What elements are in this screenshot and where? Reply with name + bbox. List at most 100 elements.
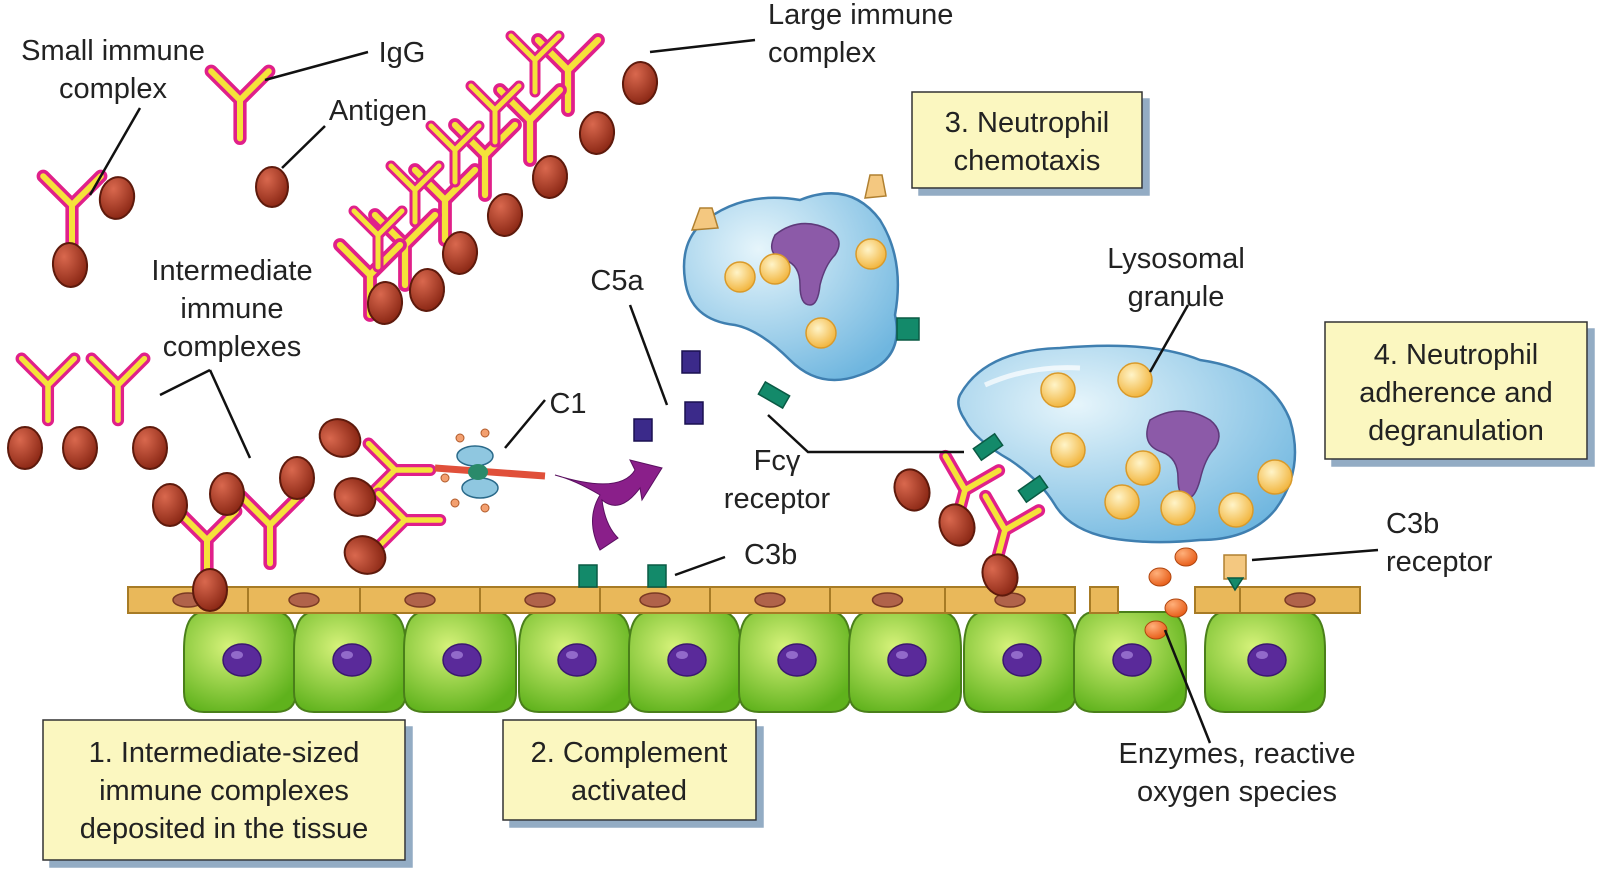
- c1q-head: [480, 503, 490, 513]
- antibody-core: [18, 355, 78, 423]
- antigen: [152, 483, 188, 527]
- c1s: [461, 477, 499, 499]
- antigen: [132, 426, 168, 470]
- pseudopod: [690, 207, 719, 231]
- endothelial-nucleus: [1284, 592, 1316, 608]
- antigen: [7, 426, 43, 470]
- antibody-core: [468, 83, 522, 145]
- fc-gamma-receptor-label: Fcγ: [754, 445, 801, 477]
- cell-nucleus: [1112, 643, 1152, 677]
- nucleus-highlight: [1121, 651, 1133, 659]
- nucleus-highlight: [786, 651, 798, 659]
- c3b-receptor-label: receptor: [1386, 546, 1493, 578]
- igg-antibody: [36, 169, 108, 251]
- cell-nucleus: [777, 643, 817, 677]
- c3b-label: C3b: [744, 539, 797, 571]
- enzyme-particle: [1164, 598, 1188, 618]
- c3b-receptor: [1223, 554, 1247, 580]
- enzyme-particle: [1174, 547, 1198, 567]
- igg-antibody: [204, 64, 276, 146]
- granule: [1040, 372, 1076, 408]
- lysosomal-granule-label: granule: [1128, 281, 1225, 313]
- granule: [724, 261, 756, 293]
- antigen: [98, 176, 136, 220]
- endothelial-nucleus: [288, 592, 320, 608]
- leader-line: [281, 125, 326, 169]
- antibody-core: [40, 173, 104, 247]
- leader-line: [264, 50, 369, 82]
- antibody-core: [428, 123, 482, 185]
- antibody-core: [508, 33, 562, 95]
- step-box-4: [1324, 321, 1588, 460]
- endothelial-nucleus: [754, 592, 786, 608]
- endothelial-nucleus: [871, 592, 904, 608]
- antibody-core: [88, 355, 148, 423]
- igg-antibody: [372, 487, 447, 553]
- tissue-cell-layer: [183, 611, 1326, 713]
- c1q-head: [450, 498, 460, 508]
- leader-line: [208, 369, 252, 459]
- c1r: [456, 445, 494, 467]
- antigen: [938, 503, 976, 547]
- cell-nucleus: [1247, 643, 1287, 677]
- antibody-core: [375, 490, 443, 550]
- cell-nucleus: [887, 643, 927, 677]
- cell-nucleus: [1002, 643, 1042, 677]
- antigen: [578, 111, 616, 155]
- granule: [1104, 484, 1140, 520]
- antibody-core: [208, 68, 272, 142]
- c1q-head: [480, 428, 490, 438]
- step-4-text: adherence and: [1359, 377, 1553, 409]
- step-box-3: [911, 91, 1143, 189]
- nucleus-highlight: [1011, 651, 1023, 659]
- step-2-text: 2. Complement: [531, 737, 728, 769]
- c3b-deposit: [578, 564, 598, 588]
- membrane-highlight: [983, 365, 1081, 388]
- antigen: [333, 477, 377, 517]
- leader-line: [649, 38, 756, 54]
- enzyme-particle: [1148, 567, 1172, 587]
- nucleus-highlight: [341, 651, 353, 659]
- small-immune-complex-label: Small immune: [21, 35, 205, 67]
- antibody-core: [238, 493, 302, 567]
- enzymes-reactive-oxygen-label: oxygen species: [1137, 776, 1337, 808]
- fc-receptor: [757, 380, 791, 410]
- endothelial-cell: [1194, 586, 1241, 614]
- intermediate-immune-complexes-label: immune: [180, 293, 283, 325]
- c5a-label: C5a: [590, 265, 644, 297]
- antigen: [486, 193, 524, 237]
- cell-nucleus: [332, 643, 372, 677]
- enzyme-particle: [1144, 620, 1168, 640]
- nucleus-highlight: [231, 651, 243, 659]
- granule: [1117, 362, 1153, 398]
- nucleus-highlight: [451, 651, 463, 659]
- step-1-text: 1. Intermediate-sized: [89, 737, 360, 769]
- nucleus-highlight: [676, 651, 688, 659]
- lysosomal-granule-label: Lysosomal: [1107, 243, 1245, 275]
- antigen: [192, 568, 228, 612]
- cell-nucleus: [222, 643, 262, 677]
- endothelial-nucleus: [404, 592, 436, 608]
- cell-nucleus: [442, 643, 482, 677]
- c3b-receptor-label: C3b: [1386, 508, 1439, 540]
- c1-complex: [434, 428, 546, 513]
- antigen: [209, 472, 245, 516]
- c3b-bound: [1226, 577, 1245, 592]
- c3b-deposit: [647, 564, 667, 588]
- igg-antibody: [15, 352, 81, 427]
- c1q-head: [455, 433, 465, 443]
- leader-line: [767, 414, 964, 454]
- antigen: [893, 468, 931, 512]
- pseudopod: [864, 174, 887, 199]
- leader-line: [504, 399, 546, 449]
- endothelial-nucleus: [639, 592, 671, 608]
- antibody-core: [411, 166, 479, 244]
- leader-line: [628, 304, 669, 406]
- neutrophil-group: [682, 174, 1297, 592]
- igg-label: IgG: [379, 37, 426, 69]
- antigen: [621, 61, 659, 105]
- complement-arrow: [554, 459, 663, 551]
